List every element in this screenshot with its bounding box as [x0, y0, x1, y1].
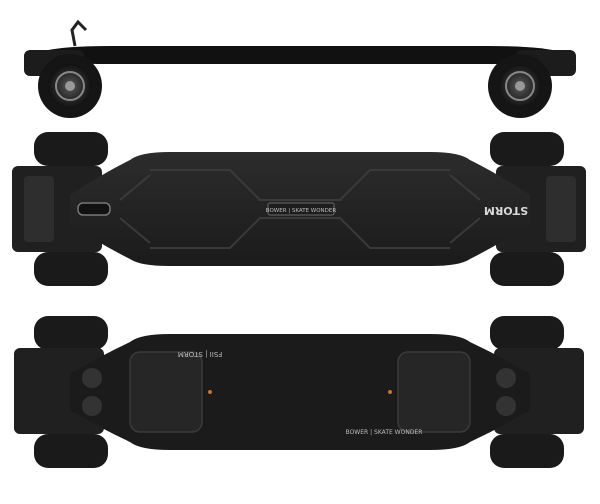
bottom-accent-left	[208, 390, 212, 394]
top-front-truck-detail	[24, 176, 54, 242]
bottom-model-text: FSII | STORM	[178, 350, 222, 358]
side-front-wheel	[38, 54, 102, 118]
top-front-handle	[77, 202, 111, 216]
top-rear-text: STORM	[484, 204, 528, 217]
bottom-wheel-rl	[490, 316, 564, 350]
top-view: BOWER | SKATE WONDER STORM	[12, 132, 586, 286]
top-wheel-fl	[34, 132, 108, 166]
bottom-view: FSII | STORM BOWER | SKATE WONDER	[14, 316, 584, 468]
bottom-rear-motors	[496, 368, 516, 416]
top-deck-logo: BOWER | SKATE WONDER	[266, 208, 337, 214]
top-wheel-rl	[490, 132, 564, 166]
side-deck	[40, 46, 562, 64]
bottom-wheel-rr	[490, 434, 564, 468]
bottom-front-motors	[82, 368, 102, 416]
bottom-logo: BOWER | SKATE WONDER	[346, 429, 423, 436]
side-cable	[70, 19, 88, 47]
bottom-accent-right	[388, 390, 392, 394]
top-rear-truck-detail	[546, 176, 576, 242]
top-wheel-fr	[34, 252, 108, 286]
bottom-front-enclosure	[129, 351, 203, 433]
top-deck-logo-plate	[267, 202, 335, 216]
top-deck-pattern	[119, 169, 481, 249]
top-wheel-rr	[490, 252, 564, 286]
bottom-rear-enclosure	[397, 351, 471, 433]
bottom-wheel-fr	[34, 434, 108, 468]
bottom-wheel-fl	[34, 316, 108, 350]
side-rear-wheel	[488, 54, 552, 118]
side-view	[24, 19, 576, 118]
